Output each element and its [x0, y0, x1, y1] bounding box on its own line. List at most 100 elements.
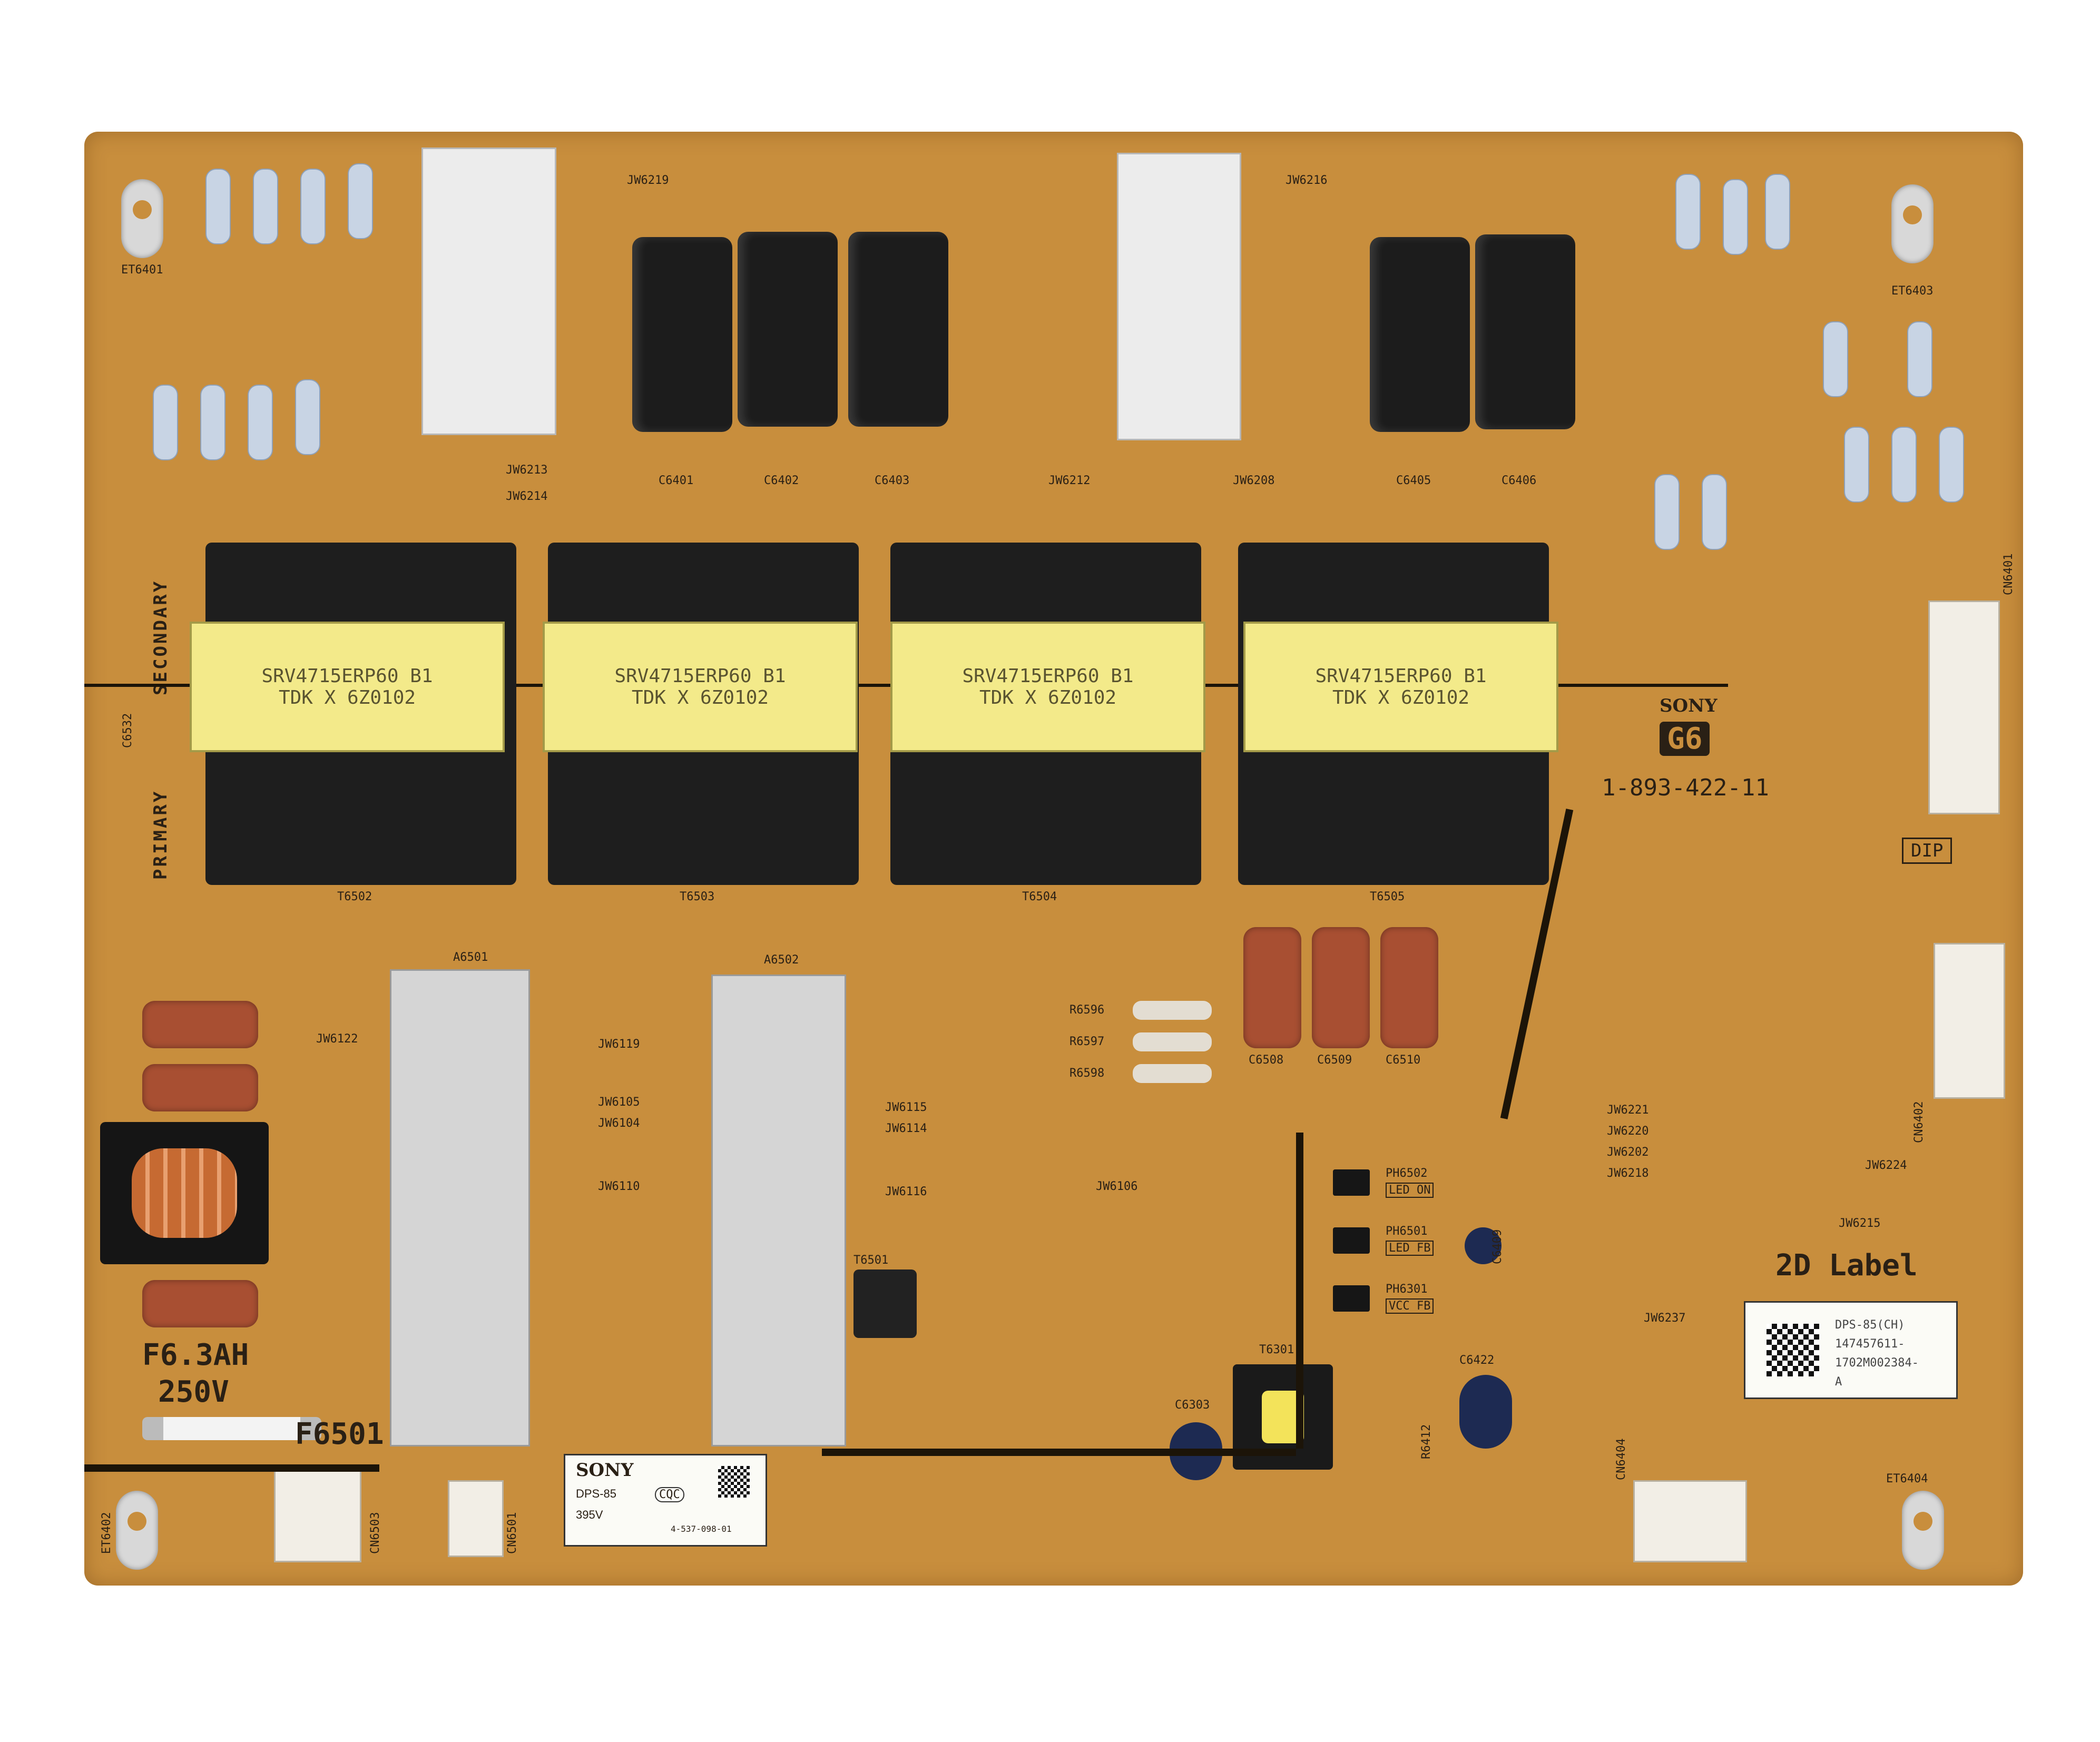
transformer-band: SRV4715ERP60 B1 TDK X 6Z0102 [190, 622, 505, 752]
connector-label: CN6404 [1615, 1438, 1628, 1480]
transformer-marking: SRV4715ERP60 B1 [261, 665, 433, 687]
jumper-label: JW6105 [598, 1096, 640, 1109]
transformer-label: T6503 [680, 890, 715, 903]
connector-cn6401 [1928, 601, 2000, 814]
sticker-line: 1702M002384- [1835, 1356, 1919, 1370]
sticker-line: A [1835, 1375, 1842, 1389]
resistor [1844, 427, 1869, 503]
jumper-label: JW6220 [1607, 1125, 1649, 1138]
mount-label: ET6403 [1891, 284, 1934, 298]
relay-left [421, 147, 556, 435]
jumper-label: JW6202 [1607, 1146, 1649, 1159]
cap-label: C6402 [764, 474, 799, 487]
resistor [205, 169, 231, 244]
zone-label-secondary: SECONDARY [150, 579, 171, 695]
resistor [1765, 174, 1790, 250]
electrolytic-capacitor-c6402 [738, 232, 838, 427]
heatsink-a6502 [711, 975, 846, 1446]
resistor-label: R6596 [1069, 1003, 1105, 1017]
transformer-marking: TDK X 6Z0102 [979, 687, 1117, 708]
label-2d-title: 2D Label [1775, 1248, 1918, 1283]
electrolytic-capacitor-c6401 [632, 237, 732, 432]
heatsink-label: A6501 [453, 951, 488, 964]
jumper-label: JW6219 [627, 174, 669, 187]
transformer-marking: TDK X 6Z0102 [278, 687, 416, 708]
line-filter-choke [100, 1122, 269, 1264]
transformer-label: T6301 [1259, 1343, 1294, 1356]
jumper-label: JW6224 [1865, 1159, 1907, 1172]
sticker-main: SONY DPS-85 395V CQC 4-537-098-01 [564, 1454, 767, 1547]
opto-function: LED ON [1386, 1183, 1434, 1198]
resistor-label: R6598 [1069, 1067, 1105, 1080]
relay-right [1117, 153, 1241, 440]
resistor [295, 379, 320, 455]
heatsink-a6501 [390, 969, 530, 1446]
jumper-label: JW6237 [1644, 1312, 1686, 1325]
connector-label: CN6401 [2002, 553, 2015, 595]
transformer-label: T6502 [337, 890, 372, 903]
transformer-band: SRV4715ERP60 B1 TDK X 6Z0102 [543, 622, 858, 752]
designator: C6422 [1459, 1354, 1495, 1367]
jumper-label: JW6221 [1607, 1104, 1649, 1117]
cap-label: C6508 [1249, 1054, 1284, 1067]
transformer-marking: TDK X 6Z0102 [631, 687, 769, 708]
connector-cn6402 [1934, 943, 2005, 1099]
mount-label: ET6401 [121, 263, 163, 277]
resistor [1654, 474, 1680, 550]
jumper-label: JW6119 [598, 1038, 640, 1051]
transformer-band: SRV4715ERP60 B1 TDK X 6Z0102 [1243, 622, 1558, 752]
connector-label: CN6503 [369, 1512, 382, 1554]
sticker-code: 4-537-098-01 [671, 1524, 732, 1534]
resistor [200, 385, 225, 460]
film-capacitor-c6508 [1243, 927, 1301, 1048]
brand-mark: SONY [1660, 695, 1718, 716]
common-mode-choke-t6501 [853, 1269, 917, 1338]
resistor [248, 385, 273, 460]
resistor [1702, 474, 1727, 550]
mount-hole-et6404 [1902, 1491, 1944, 1570]
copper-winding [132, 1148, 237, 1238]
connector-label: CN6501 [506, 1512, 519, 1554]
opto-label: PH6502 [1386, 1167, 1428, 1180]
transformer-band: SRV4715ERP60 B1 TDK X 6Z0102 [890, 622, 1205, 752]
grade-badge: G6 [1660, 722, 1710, 756]
mount-hole-et6401 [121, 179, 163, 258]
sticker-line: DPS-85(CH) [1835, 1318, 1905, 1332]
trace-thick [1296, 1133, 1303, 1449]
film-capacitor [142, 1064, 258, 1111]
jumper-label: JW6208 [1233, 474, 1275, 487]
designator: C6532 [121, 713, 134, 748]
jumper-label: JW6216 [1285, 174, 1328, 187]
resistor [253, 169, 278, 244]
transformer-label: T6504 [1022, 890, 1057, 903]
jumper-label: JW6218 [1607, 1167, 1649, 1180]
resistor [153, 385, 178, 460]
resistor [1891, 427, 1917, 503]
mount-hole-et6403 [1891, 184, 1934, 263]
fuse-rating-current: F6.3AH [142, 1338, 249, 1372]
sticker-cert: CQC [655, 1487, 684, 1502]
electrolytic-capacitor-c6406 [1475, 234, 1575, 429]
connector-label: CN6402 [1912, 1101, 1926, 1143]
cap-label: C6509 [1317, 1054, 1352, 1067]
opto-label: PH6301 [1386, 1283, 1428, 1296]
designator: T6501 [853, 1254, 889, 1267]
transformer-marking: TDK X 6Z0102 [1332, 687, 1470, 708]
resistor [348, 163, 373, 239]
resistor [300, 169, 326, 244]
opto-function: LED FB [1386, 1241, 1434, 1256]
sticker-brand: SONY [576, 1460, 634, 1481]
optocoupler-ph6502 [1333, 1169, 1370, 1196]
jumper-label: JW6213 [506, 464, 548, 477]
sticker-2d: DPS-85(CH) 147457611- 1702M002384- A [1744, 1301, 1958, 1399]
mount-hole-et6402 [116, 1491, 158, 1570]
cap-label: C6401 [659, 474, 694, 487]
transformer-label: T6505 [1370, 890, 1405, 903]
qr-code [1767, 1324, 1819, 1376]
jumper-label: JW6214 [506, 490, 548, 503]
part-number: 1-893-422-11 [1602, 774, 1769, 801]
film-capacitor [142, 1280, 258, 1327]
transformer-marking: SRV4715ERP60 B1 [614, 665, 786, 687]
opto-function: VCC FB [1386, 1298, 1434, 1314]
resistor [1823, 321, 1848, 397]
